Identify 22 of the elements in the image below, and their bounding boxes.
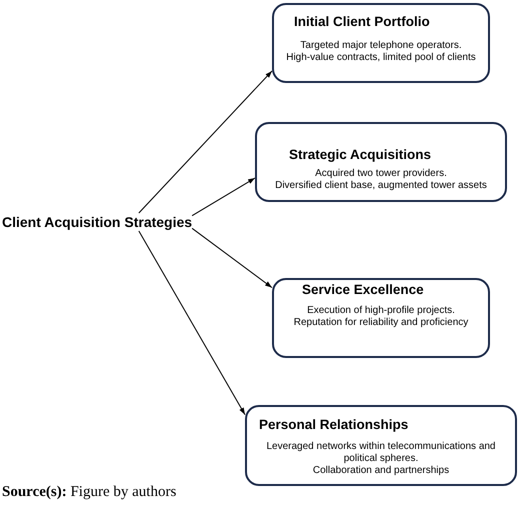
strategy-box bbox=[245, 405, 517, 486]
arrow bbox=[138, 230, 246, 416]
box-text: High-value contracts, limited pool of clients bbox=[285, 52, 477, 64]
root-label: Client Acquisition Strategies bbox=[2, 213, 192, 231]
box-text: Diversified client base, augmented tower assets bbox=[274, 180, 488, 192]
arrow bbox=[192, 178, 256, 216]
box-title: Initial Client Portfolio bbox=[294, 13, 430, 30]
arrow bbox=[192, 228, 272, 288]
box-text: Collaboration and partnerships bbox=[312, 465, 450, 477]
arrow bbox=[138, 70, 272, 214]
box-text: Execution of high-profile projects. bbox=[306, 305, 456, 317]
box-text: Acquired two tower providers. bbox=[314, 168, 448, 180]
caption: Source(s): Figure by authors bbox=[2, 483, 176, 502]
strategy-box bbox=[272, 3, 490, 83]
box-title: Personal Relationships bbox=[259, 416, 408, 433]
strategy-box bbox=[255, 122, 507, 202]
box-text: Reputation for reliability and proficiency bbox=[292, 317, 470, 329]
strategy-box bbox=[272, 278, 490, 358]
box-text: Targeted major telephone operators. bbox=[299, 40, 463, 52]
box-title: Service Excellence bbox=[302, 281, 424, 298]
box-title: Strategic Acquisitions bbox=[289, 146, 432, 163]
box-text: Leveraged networks within telecommunications and political spheres. bbox=[265, 441, 496, 465]
